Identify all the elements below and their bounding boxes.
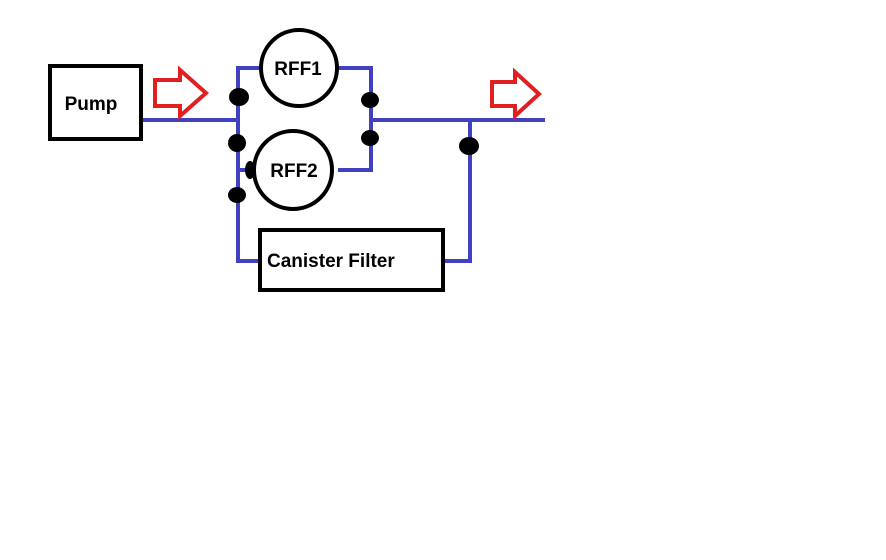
flow-arrows	[153, 65, 542, 121]
arrow-right-icon	[153, 65, 210, 121]
canister-box	[258, 228, 445, 292]
canister-filter[interactable]: Canister Filter	[258, 228, 445, 292]
valves	[228, 88, 479, 203]
rff1-label: RFF1	[274, 59, 322, 80]
valve-canister-outlet[interactable]	[459, 137, 479, 155]
canister-label: Canister Filter	[267, 251, 395, 272]
pump-label: Pump	[65, 94, 118, 115]
valve-canister-inlet[interactable]	[228, 187, 246, 203]
pump-box	[48, 64, 143, 141]
valve-rff2-inlet[interactable]	[228, 134, 246, 152]
pump[interactable]: Pump	[48, 64, 143, 141]
rff1-filter[interactable]: RFF1	[259, 28, 339, 108]
rff2-label: RFF2	[270, 161, 318, 182]
rff1-circle	[259, 28, 339, 108]
valve-rff2-outlet[interactable]	[361, 130, 379, 146]
valve-rff1-outlet[interactable]	[361, 92, 379, 108]
valve-rff2-side[interactable]	[245, 161, 255, 179]
arrow-right-icon	[490, 67, 542, 121]
rff2-filter[interactable]: RFF2	[252, 129, 334, 211]
valve-rff1-inlet[interactable]	[229, 88, 249, 106]
